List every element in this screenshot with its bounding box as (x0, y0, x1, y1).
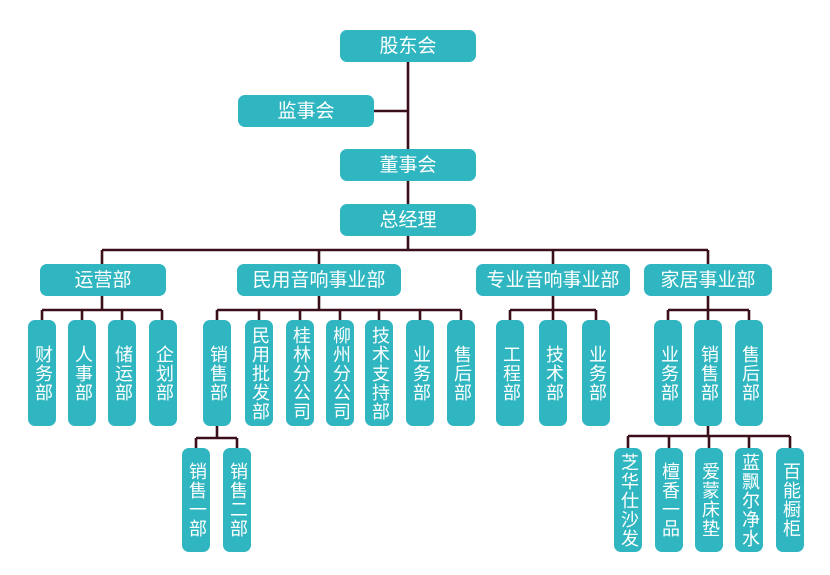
node-dept-home-business: 业务部 (654, 320, 682, 426)
node-dept-civil-wholesale: 民用批发部 (245, 320, 273, 426)
node-board: 董事会 (340, 149, 476, 181)
node-dept-engineering: 工程部 (496, 320, 524, 426)
node-supervisors: 监事会 (238, 95, 374, 127)
node-dept-liuzhou-branch: 柳州分公司 (326, 320, 354, 426)
node-dept-pro-tech: 技术部 (539, 320, 567, 426)
node-dept-home-aftersales: 售后部 (735, 320, 763, 426)
node-division-operations: 运营部 (40, 264, 166, 296)
node-division-home: 家居事业部 (644, 264, 772, 296)
node-general-manager: 总经理 (340, 204, 476, 236)
node-dept-planning: 企划部 (149, 320, 177, 426)
node-division-civil-audio: 民用音响事业部 (237, 264, 401, 296)
node-dept-tech-support: 技术支持部 (365, 320, 393, 426)
node-brand-baineng-cabinet: 百能橱柜 (776, 448, 804, 552)
node-dept-guilin-branch: 桂林分公司 (286, 320, 314, 426)
node-brand-chitasofa: 芝华仕沙发 (614, 448, 642, 552)
node-sales-dept-2: 销售二部 (223, 448, 251, 552)
node-dept-hr: 人事部 (68, 320, 96, 426)
node-shareholders: 股东会 (340, 30, 476, 62)
node-dept-home-sales: 销售部 (694, 320, 722, 426)
node-sales-dept-1: 销售一部 (182, 448, 210, 552)
node-brand-aimeng-mattress: 爱蒙床垫 (695, 448, 723, 552)
node-brand-tanxiang: 檀香一品 (655, 448, 683, 552)
node-dept-pro-business: 业务部 (582, 320, 610, 426)
node-brand-lanpiaoer-water: 蓝飘尔净水 (735, 448, 763, 552)
node-dept-civil-sales: 销售部 (203, 320, 231, 426)
node-dept-civil-aftersales: 售后部 (447, 320, 475, 426)
node-dept-civil-business: 业务部 (406, 320, 434, 426)
node-dept-logistics: 储运部 (108, 320, 136, 426)
node-division-pro-audio: 专业音响事业部 (476, 264, 630, 296)
node-dept-finance: 财务部 (28, 320, 56, 426)
